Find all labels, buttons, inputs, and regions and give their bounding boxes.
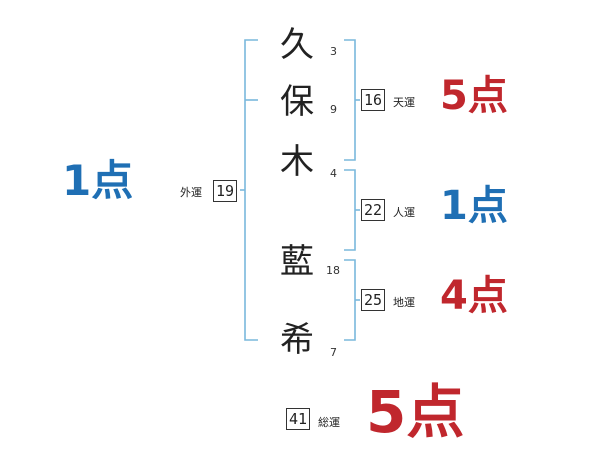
soukaku-label: 総運 xyxy=(318,416,340,429)
chikaku-label: 地運 xyxy=(393,296,415,309)
chikaku-score: 4点 xyxy=(440,273,508,319)
soukaku-value: 41 xyxy=(286,408,310,430)
jinkaku-value: 22 xyxy=(361,199,385,221)
stroke-count-1: 3 xyxy=(330,45,337,58)
stroke-count-5: 7 xyxy=(330,346,337,359)
chikaku-value: 25 xyxy=(361,289,385,311)
tenkaku-bracket xyxy=(344,39,356,161)
tenkaku-score: 5点 xyxy=(440,73,508,119)
gaikaku-value: 19 xyxy=(213,180,237,202)
tenkaku-label: 天運 xyxy=(393,96,415,109)
chikaku-bracket xyxy=(344,259,356,341)
name-char-1: 久 xyxy=(280,25,314,65)
gaikaku-label: 外運 xyxy=(180,186,202,199)
stroke-count-2: 9 xyxy=(330,103,337,116)
name-char-5: 希 xyxy=(280,320,314,360)
stroke-count-4: 18 xyxy=(326,264,340,277)
jinkaku-label: 人運 xyxy=(393,206,415,219)
stroke-count-3: 4 xyxy=(330,167,337,180)
name-char-2: 保 xyxy=(280,82,314,122)
jinkaku-score: 1点 xyxy=(440,183,508,229)
gaikaku-score: 1点 xyxy=(62,156,134,205)
soukaku-score: 5点 xyxy=(366,378,465,446)
gaikaku-bracket xyxy=(244,39,258,341)
name-char-3: 木 xyxy=(280,142,314,182)
jinkaku-bracket xyxy=(344,169,356,251)
tenkaku-value: 16 xyxy=(361,89,385,111)
name-char-4: 藍 xyxy=(280,242,314,282)
